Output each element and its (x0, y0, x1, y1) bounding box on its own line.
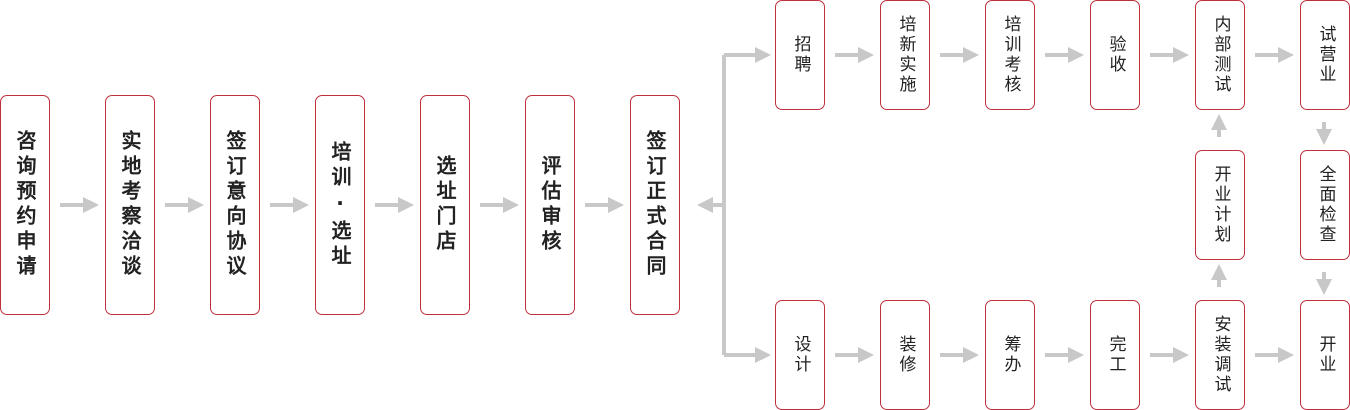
step-trial-operation: 试营业 (1300, 0, 1350, 110)
step-label: 验收 (1105, 35, 1126, 75)
step-label: 实地考察洽谈 (118, 130, 142, 280)
step-decoration: 装修 (880, 300, 930, 410)
step-label: 签订意向协议 (223, 130, 247, 280)
step-recruit: 招聘 (775, 0, 825, 110)
step-label: 开业计划 (1210, 165, 1231, 245)
step-label: 装修 (895, 335, 916, 375)
step-label: 筹办 (1000, 335, 1021, 375)
step-label: 培新实施 (895, 15, 916, 95)
step-label: 签订正式合同 (643, 130, 667, 280)
step-label: 设计 (790, 335, 811, 375)
step-label: 选址门店 (433, 155, 457, 255)
step-training-implement: 培新实施 (880, 0, 930, 110)
step-site-visit: 实地考察洽谈 (105, 95, 155, 315)
step-evaluation: 评估审核 (525, 95, 575, 315)
step-label: 安装调试 (1210, 315, 1231, 395)
step-full-inspection: 全面检查 (1300, 150, 1350, 260)
step-consult-apply: 咨询预约申请 (0, 95, 50, 315)
step-grand-opening: 开业 (1300, 300, 1350, 410)
step-design: 设计 (775, 300, 825, 410)
step-completion: 完工 (1090, 300, 1140, 410)
step-label: 开业 (1315, 335, 1336, 375)
step-preparation: 筹办 (985, 300, 1035, 410)
step-label: 评估审核 (538, 155, 562, 255)
step-label: 全面检查 (1315, 165, 1336, 245)
step-label: 培训考核 (1000, 15, 1021, 95)
step-formal-contract: 签订正式合同 (630, 95, 680, 315)
step-training-exam: 培训考核 (985, 0, 1035, 110)
step-label: 完工 (1105, 335, 1126, 375)
step-select-store: 选址门店 (420, 95, 470, 315)
step-training-siting: 培训·选址 (315, 95, 365, 315)
step-label: 咨询预约申请 (13, 130, 37, 280)
step-intent-agreement: 签订意向协议 (210, 95, 260, 315)
step-internal-test: 内部测试 (1195, 0, 1245, 110)
step-install-debug: 安装调试 (1195, 300, 1245, 410)
step-opening-plan: 开业计划 (1195, 150, 1245, 260)
step-label: 试营业 (1315, 25, 1336, 85)
step-acceptance: 验收 (1090, 0, 1140, 110)
step-label: 招聘 (790, 35, 811, 75)
step-label: 培训·选址 (328, 140, 352, 270)
step-label: 内部测试 (1210, 15, 1231, 95)
